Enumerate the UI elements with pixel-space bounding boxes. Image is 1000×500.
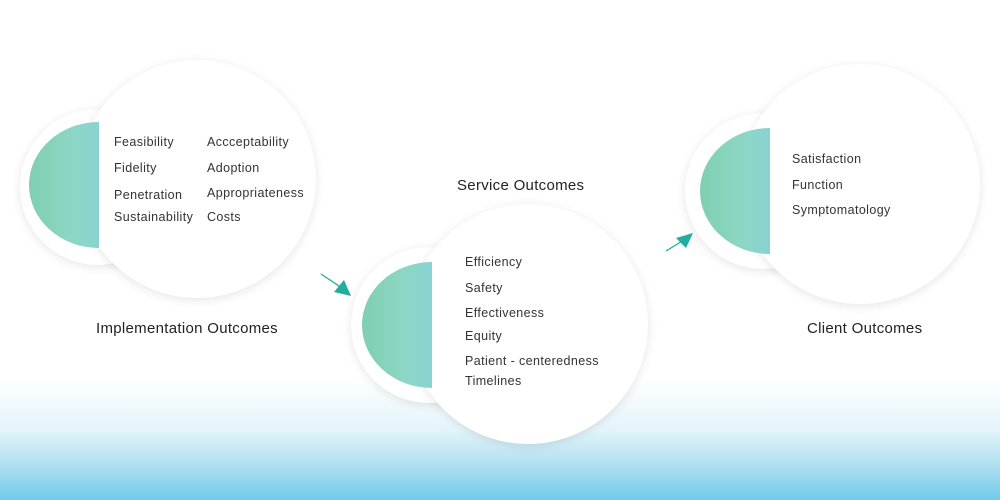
implementation-item-costs: Costs: [207, 210, 241, 224]
implementation-item-feasibility: Feasibility: [114, 135, 174, 149]
service-item-timelines: Timelines: [465, 374, 522, 388]
service-item-patient-centeredness: Patient - centeredness: [465, 354, 599, 368]
client-item-satisfaction: Satisfaction: [792, 152, 862, 166]
service-large-circle: [408, 204, 648, 444]
implementation-item-acceptability: Accceptability: [207, 135, 290, 149]
service-item-safety: Safety: [465, 281, 503, 295]
client-large-circle: [740, 64, 980, 304]
arrow-to-service-icon: [320, 273, 351, 296]
service-item-equity: Equity: [465, 329, 503, 343]
implementation-item-penetration: Penetration: [114, 188, 183, 202]
implementation-item-appropriateness: Appropriateness: [207, 186, 305, 200]
service-outcomes-title: Service Outcomes: [457, 177, 585, 194]
service-item-effectiveness: Effectiveness: [465, 306, 545, 320]
implementation-item-fidelity: Fidelity: [114, 161, 157, 175]
implementation-large-circle: [78, 60, 316, 298]
service-item-efficiency: Efficiency: [465, 255, 523, 269]
implementation-outcomes-title: Implementation Outcomes: [96, 320, 278, 337]
client-item-function: Function: [792, 178, 844, 192]
implementation-item-sustainability: Sustainability: [114, 210, 194, 224]
client-item-symptomatology: Symptomatology: [792, 203, 891, 217]
arrow-to-client-icon: [665, 233, 693, 252]
client-outcomes-title: Client Outcomes: [807, 320, 923, 337]
implementation-item-adoption: Adoption: [207, 161, 260, 175]
